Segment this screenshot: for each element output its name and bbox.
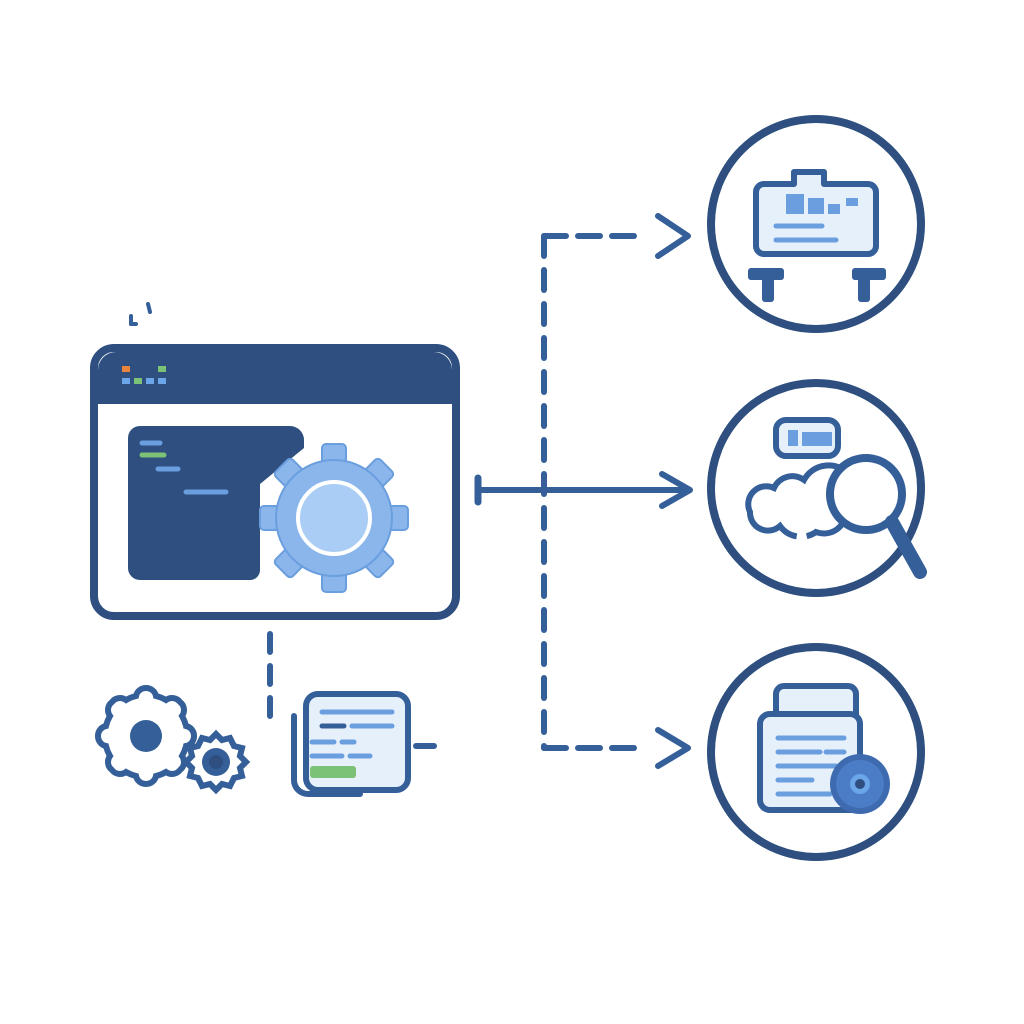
cloud-search-icon bbox=[707, 379, 927, 597]
decorative-ticks bbox=[129, 302, 152, 326]
server-card-icon bbox=[707, 115, 925, 333]
document-stack-settings-icon bbox=[707, 643, 925, 861]
window-control-dots bbox=[122, 366, 166, 384]
arrowhead-middle bbox=[659, 471, 693, 509]
settings-gear-icon bbox=[259, 443, 409, 593]
code-editor-window-icon bbox=[90, 344, 460, 620]
document-icon bbox=[291, 691, 411, 797]
code-panel bbox=[128, 426, 304, 580]
connectors bbox=[267, 213, 693, 769]
arrowhead-top bbox=[655, 213, 691, 259]
gears-icon bbox=[95, 685, 251, 795]
code-lines bbox=[139, 440, 229, 495]
arrowhead-bottom bbox=[655, 727, 691, 769]
